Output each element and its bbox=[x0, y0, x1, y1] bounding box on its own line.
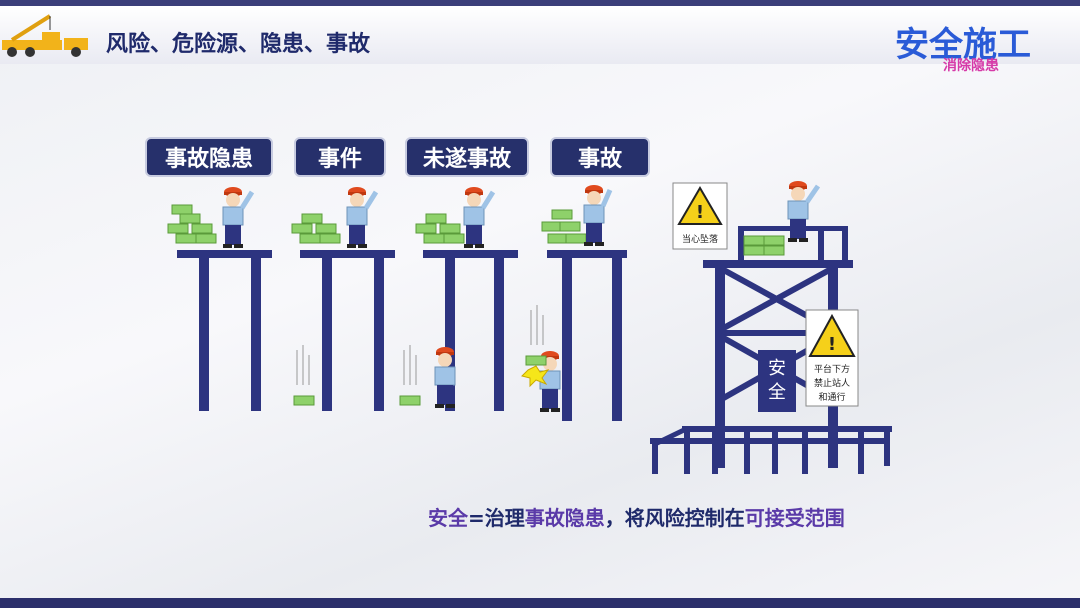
safety-construction-logo: 安全施工 消除隐患 bbox=[895, 25, 1031, 74]
fall-lines-3 bbox=[403, 345, 417, 385]
worker-1 bbox=[222, 186, 255, 249]
no-standing-line3: 和通行 bbox=[818, 391, 845, 403]
bricks-4 bbox=[541, 209, 587, 244]
formula-part3: 事故隐患 bbox=[524, 506, 605, 530]
platform-4 bbox=[547, 250, 627, 421]
worker-safe bbox=[787, 180, 821, 243]
worker-4 bbox=[583, 184, 613, 247]
logo-main-text: 安全施工 bbox=[895, 25, 1031, 65]
no-standing-line1: 平台下方 bbox=[814, 363, 850, 375]
fallen-brick-3 bbox=[399, 395, 421, 406]
formula-part2: =治理 bbox=[468, 506, 525, 530]
svg-text:!: ! bbox=[828, 334, 836, 355]
worker-3 bbox=[463, 186, 496, 249]
safety-box-line2: 全 bbox=[768, 382, 786, 403]
page-title: 风险、危险源、隐患、事故 bbox=[106, 32, 371, 57]
bricks-safe bbox=[743, 235, 785, 256]
label-near-miss: 未遂事故 bbox=[405, 137, 529, 177]
fall-caution-sign: ! 当心坠落 bbox=[672, 182, 728, 250]
safety-formula: 安全=治理事故隐患，将风险控制在可接受范围 bbox=[428, 502, 845, 531]
crane-truck-icon bbox=[2, 14, 88, 57]
svg-text:!: ! bbox=[696, 202, 704, 223]
bricks-2 bbox=[291, 213, 341, 244]
worker-2 bbox=[346, 186, 379, 249]
bricks-3 bbox=[415, 213, 465, 244]
safety-box: 安 全 bbox=[758, 350, 796, 412]
footer-bar bbox=[0, 598, 1080, 608]
platform-2 bbox=[300, 250, 395, 411]
formula-part1: 安全 bbox=[428, 506, 468, 530]
fall-caution-text: 当心坠落 bbox=[682, 233, 718, 245]
platform-1 bbox=[177, 250, 272, 411]
label-event: 事件 bbox=[294, 137, 386, 177]
platform-3 bbox=[423, 250, 518, 411]
logo-sub-text: 消除隐患 bbox=[943, 57, 999, 74]
worker-hit-4 bbox=[521, 350, 561, 413]
label-accident-hazard: 事故隐患 bbox=[145, 137, 273, 177]
no-standing-sign: ! 平台下方 禁止站人 和通行 bbox=[805, 309, 859, 407]
no-standing-line2: 禁止站人 bbox=[814, 377, 850, 389]
safety-box-line1: 安 bbox=[768, 358, 786, 379]
label-accident: 事故 bbox=[550, 137, 650, 177]
formula-part5: 可接受范围 bbox=[744, 506, 845, 530]
fallen-brick-2 bbox=[293, 395, 315, 406]
formula-part4: ，将风险控制在 bbox=[604, 506, 745, 530]
bricks-1 bbox=[167, 204, 217, 244]
fall-lines-2 bbox=[296, 345, 310, 385]
fall-lines-4 bbox=[530, 305, 544, 345]
header-bar: 风险、危险源、隐患、事故 安全施工 消除隐患 bbox=[0, 0, 1080, 74]
